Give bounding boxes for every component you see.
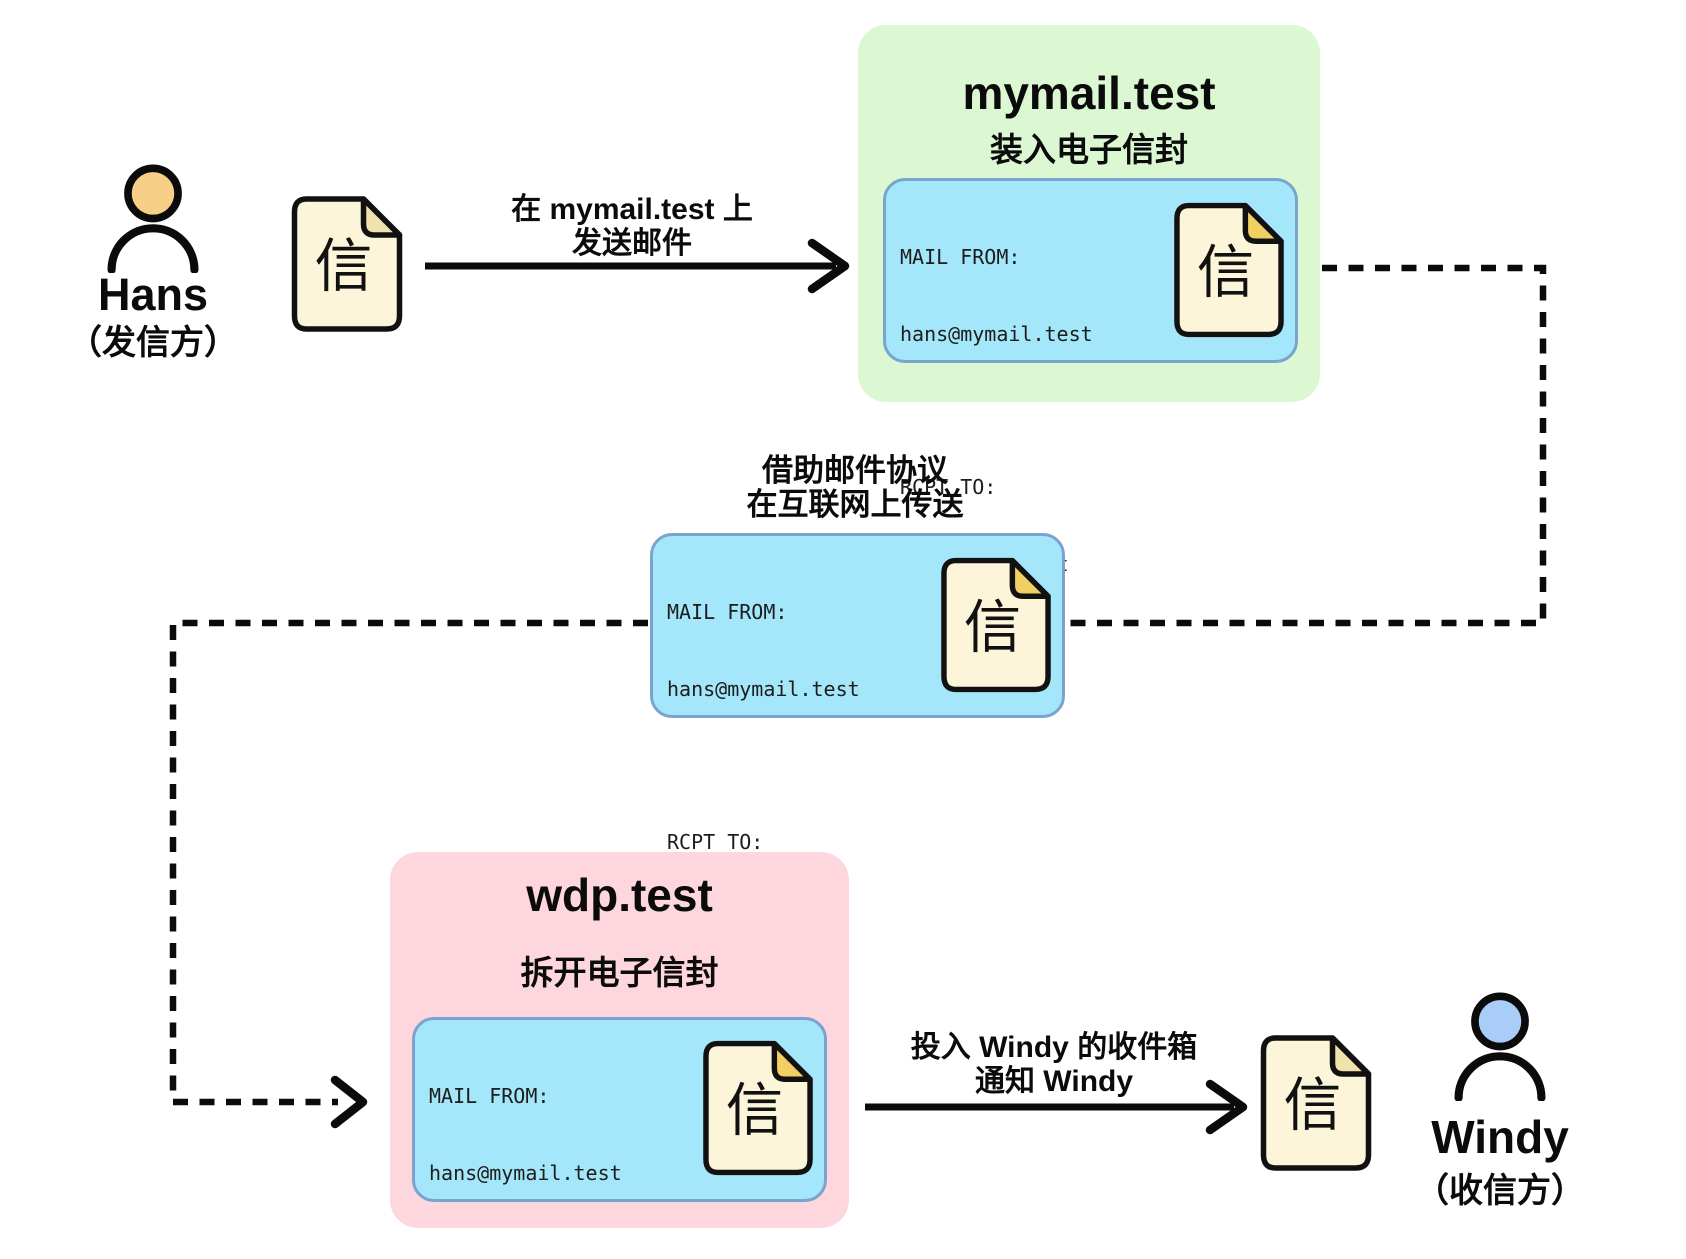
send-arrow-label: 在 mymail.test 上 发送邮件 xyxy=(511,193,753,261)
enveloped-letter-icon: 信 xyxy=(1174,202,1284,338)
deliver-arrow-label: 投入 Windy 的收件箱 通知 Windy xyxy=(911,1031,1197,1099)
letter-character: 信 xyxy=(314,234,372,299)
mail-from-value: hans@mymail.test xyxy=(667,676,860,701)
smtp-envelope-transit: MAIL FROM: hans@mymail.test RCPT TO: win… xyxy=(650,533,1065,931)
smtp-envelope-text: MAIL FROM: hans@mymail.test RCPT TO: win… xyxy=(429,1033,622,1259)
server-wdp-subtitle: 拆开电子信封 xyxy=(520,954,719,991)
transit-label-line2: 在互联网上传送 xyxy=(746,487,964,522)
mail-from-value: hans@mymail.test xyxy=(900,321,1093,346)
send-arrow-label-line2: 发送邮件 xyxy=(572,227,692,260)
server-box-mymail: mymail.test 装入电子信封 MAIL FROM: hans@mymai… xyxy=(858,25,1320,576)
receiver-person-icon xyxy=(1454,992,1546,1101)
server-mymail-subtitle: 装入电子信封 xyxy=(990,131,1188,168)
letter-character: 信 xyxy=(1283,1073,1341,1138)
mail-from-value: hans@mymail.test xyxy=(429,1160,622,1185)
server-wdp-title: wdp.test xyxy=(526,869,713,921)
receiver-role-label: （收信方） xyxy=(1415,1172,1585,1210)
envelope-blank-line xyxy=(429,1237,622,1259)
smtp-envelope-wdp: MAIL FROM: hans@mymail.test RCPT TO: win… xyxy=(412,1017,827,1202)
send-arrow-label-line1: 在 mymail.test 上 xyxy=(511,193,753,226)
transit-arrowhead-icon xyxy=(330,1075,368,1129)
receiver-name-label: Windy xyxy=(1431,1111,1569,1163)
sender-letter-icon: 信 xyxy=(291,196,403,332)
smtp-envelope-mymail: MAIL FROM: hans@mymail.test RCPT TO: win… xyxy=(883,178,1298,576)
envelope-blank-line xyxy=(900,398,1093,424)
rcpt-to-label: RCPT TO: xyxy=(900,475,997,499)
transit-label-line1: 借助邮件协议 xyxy=(762,453,948,488)
enveloped-letter-icon: 信 xyxy=(941,557,1051,693)
letter-character: 信 xyxy=(964,596,1022,660)
transit-dashed-path-right xyxy=(1067,264,1547,627)
mail-from-label: MAIL FROM: xyxy=(900,245,1021,269)
letter-character: 信 xyxy=(1197,241,1255,305)
envelope-blank-line xyxy=(667,753,860,779)
transit-label: 借助邮件协议 在互联网上传送 xyxy=(747,454,964,522)
deliver-arrow-label-line2: 通知 Windy xyxy=(974,1065,1134,1098)
server-box-wdp: wdp.test 拆开电子信封 MAIL FROM: hans@mymail.t… xyxy=(390,852,849,1228)
enveloped-letter-icon: 信 xyxy=(703,1040,813,1176)
deliver-arrow-label-line1: 投入 Windy 的收件箱 xyxy=(910,1031,1198,1064)
receiver-letter-icon: 信 xyxy=(1260,1035,1372,1171)
mail-from-label: MAIL FROM: xyxy=(429,1084,550,1108)
letter-character: 信 xyxy=(726,1079,784,1143)
server-mymail-title: mymail.test xyxy=(962,67,1216,119)
rcpt-to-label: RCPT TO: xyxy=(667,830,764,854)
send-arrowhead-icon xyxy=(807,238,850,294)
sender-role-label: （发信方） xyxy=(68,324,238,362)
transit-dashed-path-left xyxy=(169,619,648,1106)
sender-person-icon xyxy=(107,164,199,273)
deliver-arrowhead-icon xyxy=(1205,1079,1248,1135)
mail-from-label: MAIL FROM: xyxy=(667,600,788,624)
sender-name-label: Hans xyxy=(97,269,209,320)
